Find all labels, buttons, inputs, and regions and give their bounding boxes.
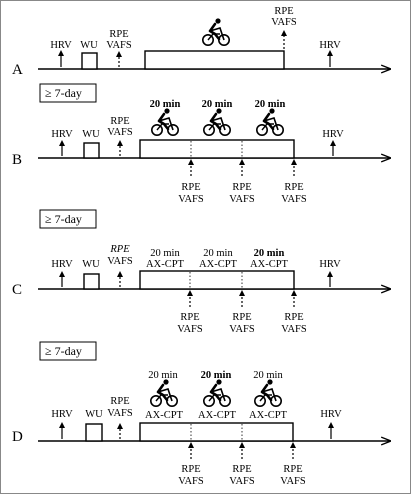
block-duration: 20 min bbox=[203, 248, 233, 259]
block-duration: 20 min bbox=[255, 99, 286, 110]
task-label: AX-CPT bbox=[199, 259, 238, 270]
exercise-block bbox=[144, 50, 285, 70]
row-d: D HRV WU RPE VAFS 20 min 20 min 20 min A… bbox=[12, 370, 390, 487]
exercise-block bbox=[139, 139, 295, 159]
row-letter: B bbox=[12, 152, 22, 168]
block-duration: 20 min bbox=[150, 99, 181, 110]
rpe-label: RPE bbox=[232, 464, 251, 475]
hrv-label: HRV bbox=[322, 129, 344, 140]
vafs-label: VAFS bbox=[229, 194, 255, 205]
interval-box bbox=[39, 83, 97, 103]
hrv-label: HRV bbox=[319, 40, 341, 51]
block-duration: 20 min bbox=[253, 370, 283, 381]
vafs-label: VAFS bbox=[281, 194, 307, 205]
rpe-label: RPE bbox=[274, 6, 293, 17]
vafs-label: VAFS bbox=[107, 127, 133, 138]
cyclist-icon bbox=[149, 378, 179, 408]
row-letter: C bbox=[12, 282, 22, 298]
vafs-label: VAFS bbox=[107, 408, 133, 419]
rpe-label: RPE bbox=[109, 29, 128, 40]
wu-label: WU bbox=[82, 259, 100, 270]
task-label: AX-CPT bbox=[250, 259, 289, 270]
warmup-box bbox=[83, 273, 100, 290]
warmup-box bbox=[83, 142, 100, 159]
task-label: AX-CPT bbox=[249, 410, 288, 421]
block-duration: 20 min bbox=[254, 248, 285, 259]
vafs-label: VAFS bbox=[271, 17, 297, 28]
hrv-label: HRV bbox=[51, 129, 73, 140]
task-label: AX-CPT bbox=[146, 259, 185, 270]
rpe-label: RPE bbox=[232, 312, 251, 323]
block-duration: 20 min bbox=[202, 99, 233, 110]
cyclist-icon bbox=[150, 107, 180, 137]
warmup-box bbox=[81, 52, 98, 70]
row-c: C HRV WU RPE VAFS 20 min 20 min 20 min A… bbox=[12, 244, 390, 335]
vafs-label: VAFS bbox=[229, 476, 255, 487]
vafs-label: VAFS bbox=[106, 40, 132, 51]
cyclist-icon bbox=[255, 107, 285, 137]
hrv-label: HRV bbox=[320, 409, 342, 420]
rpe-label: RPE bbox=[110, 116, 129, 127]
hrv-label: HRV bbox=[319, 259, 341, 270]
vafs-label: VAFS bbox=[280, 476, 306, 487]
rpe-label: RPE bbox=[181, 182, 200, 193]
rpe-label: RPE bbox=[110, 396, 129, 407]
hrv-label: HRV bbox=[50, 40, 72, 51]
block-duration: 20 min bbox=[150, 248, 180, 259]
cyclist-icon bbox=[202, 107, 232, 137]
block-duration: 20 min bbox=[148, 370, 178, 381]
exercise-block bbox=[139, 422, 294, 442]
vafs-label: VAFS bbox=[107, 256, 133, 267]
row-letter: D bbox=[12, 429, 23, 445]
cyclist-icon bbox=[201, 17, 231, 47]
row-b: B HRV WU RPE VAFS 20 min 20 min 20 min R… bbox=[12, 99, 390, 205]
warmup-box bbox=[85, 423, 103, 442]
vafs-label: VAFS bbox=[178, 194, 204, 205]
hrv-label: HRV bbox=[51, 259, 73, 270]
wu-label: WU bbox=[82, 129, 100, 140]
wu-label: WU bbox=[85, 409, 103, 420]
block-duration: 20 min bbox=[201, 370, 232, 381]
cyclist-icon bbox=[253, 378, 283, 408]
interval-label: ≥ 7-day bbox=[45, 86, 82, 100]
interval-box bbox=[39, 209, 97, 229]
interval-label: ≥ 7-day bbox=[45, 212, 82, 226]
interval-box bbox=[39, 341, 97, 361]
row-a: A HRV WU RPE VAFS RPE VAFS HRV bbox=[12, 6, 390, 78]
cyclist-icon bbox=[202, 378, 232, 408]
vafs-label: VAFS bbox=[177, 324, 203, 335]
rpe-label: RPE bbox=[284, 312, 303, 323]
rpe-label: RPE bbox=[284, 182, 303, 193]
wu-label: WU bbox=[80, 40, 98, 51]
vafs-label: VAFS bbox=[229, 324, 255, 335]
interval-label: ≥ 7-day bbox=[45, 344, 82, 358]
task-label: AX-CPT bbox=[145, 410, 184, 421]
vafs-label: VAFS bbox=[281, 324, 307, 335]
row-letter: A bbox=[12, 62, 23, 78]
rpe-label: RPE bbox=[232, 182, 251, 193]
rpe-label: RPE bbox=[283, 464, 302, 475]
rpe-label: RPE bbox=[181, 464, 200, 475]
hrv-label: HRV bbox=[51, 409, 73, 420]
exercise-block bbox=[139, 270, 295, 290]
vafs-label: VAFS bbox=[178, 476, 204, 487]
task-label: AX-CPT bbox=[198, 410, 237, 421]
rpe-label: RPE bbox=[109, 244, 130, 255]
rpe-label: RPE bbox=[180, 312, 199, 323]
